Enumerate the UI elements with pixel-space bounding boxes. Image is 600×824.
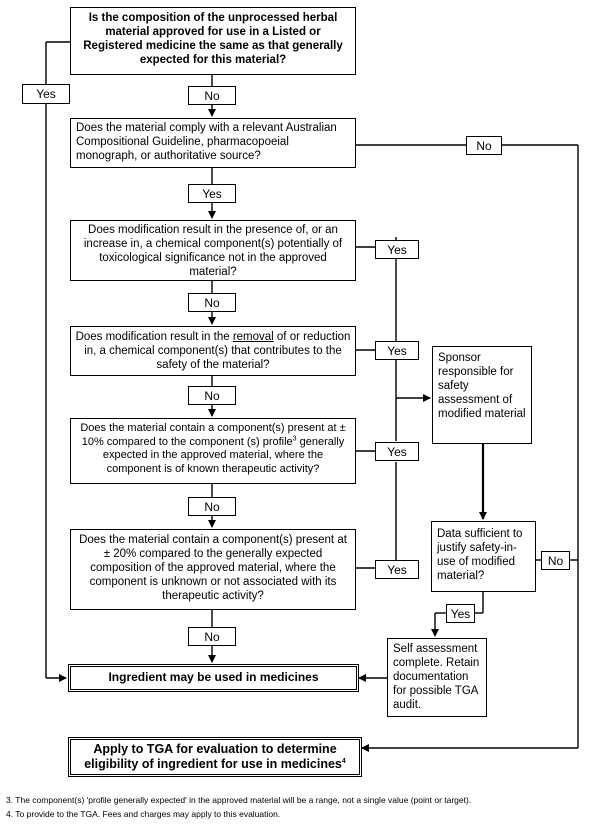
no-label-twenty-percent-unknown: No <box>188 627 236 646</box>
no-label-data-sufficient: No <box>541 551 570 570</box>
yes-label-complies-guideline: Yes <box>188 184 236 203</box>
q5-footnote-ref: 3 <box>292 434 297 442</box>
yes-label-toxic-component: Yes <box>375 240 419 259</box>
footnote-3: 3. The component(s) 'profile generally e… <box>6 795 472 805</box>
no-label-removal-safety-component: No <box>188 386 236 405</box>
no-label-complies-guideline: No <box>466 136 502 155</box>
yes-label-twenty-percent-unknown: Yes <box>375 560 419 579</box>
apply-tga-footnote-ref: 4 <box>341 757 346 765</box>
no-label-composition-same: No <box>188 86 236 105</box>
sponsor-responsible-box: Sponsor responsible for safety assessmen… <box>432 346 532 444</box>
q4-text-after: of or reduction in, a chemical component… <box>84 331 351 371</box>
question-ten-percent-therapeutic: Does the material contain a component(s)… <box>70 418 356 484</box>
footnote-4: 4. To provide to the TGA. Fees and charg… <box>6 809 281 819</box>
q5-text-after: generally expected in the approved mater… <box>102 435 345 475</box>
no-label-ten-percent-therapeutic: No <box>188 497 236 516</box>
question-composition-same: Is the composition of the unprocessed he… <box>70 7 356 75</box>
question-removal-safety-component: Does modification result in the removal … <box>70 326 356 376</box>
question-complies-guideline: Does the material comply with a relevant… <box>70 118 356 168</box>
yes-label-ten-percent-therapeutic: Yes <box>375 442 419 461</box>
apply-to-tga-outcome: Apply to TGA for evaluation to determine… <box>68 737 362 777</box>
yes-label-removal-safety-component: Yes <box>375 341 419 360</box>
q5-text-before: Does the material contain a component(s)… <box>80 422 346 448</box>
apply-tga-text: Apply to TGA for evaluation to determine… <box>84 742 342 771</box>
data-sufficient-question: Data sufficient to justify safety-in-use… <box>431 521 536 592</box>
self-assessment-box: Self assessment complete. Retain documen… <box>387 638 487 717</box>
ingredient-may-be-used-outcome: Ingredient may be used in medicines <box>68 664 359 692</box>
question-twenty-percent-unknown: Does the material contain a component(s)… <box>70 529 356 610</box>
yes-label-data-sufficient: Yes <box>446 604 475 623</box>
q4-text-before: Does modification result in the <box>75 331 233 343</box>
yes-label-composition-same: Yes <box>22 84 70 104</box>
question-toxic-component: Does modification result in the presence… <box>70 220 356 281</box>
no-label-toxic-component: No <box>188 293 236 312</box>
q4-text-removal: removal <box>232 331 274 343</box>
